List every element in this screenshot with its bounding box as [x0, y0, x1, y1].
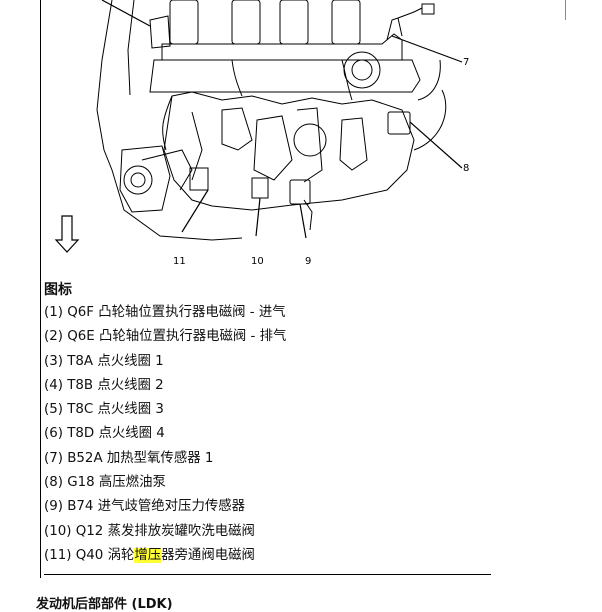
legend-item-suffix: 器旁通阀电磁阀 — [161, 547, 255, 563]
legend-item: (5) T8C 点火线圈 3 — [44, 402, 164, 418]
engine-component-diagram — [54, 0, 463, 253]
legend-item: (7) B52A 加热型氧传感器 1 — [44, 450, 214, 466]
legend-title: 图标 — [44, 282, 72, 298]
legend-list: (1) Q6F 凸轮轴位置执行器电磁阀 - 进气 (2) Q6E 凸轮轴位置执行… — [44, 301, 286, 568]
legend-item-last: (11) Q40 涡轮增压器旁通阀电磁阀 — [44, 544, 286, 568]
search-highlight: 增压 — [134, 547, 162, 563]
legend-item: (6) T8D 点火线圈 4 — [44, 426, 165, 442]
callout-8: 8 — [463, 163, 470, 174]
legend-item: (2) Q6E 凸轮轴位置执行器电磁阀 - 排气 — [44, 329, 287, 345]
section-divider — [44, 574, 491, 575]
callout-7: 7 — [463, 57, 470, 68]
legend-item: (8) G18 高压燃油泵 — [44, 475, 166, 491]
legend-item: (1) Q6F 凸轮轴位置执行器电磁阀 - 进气 — [44, 305, 286, 320]
left-border-line — [40, 0, 41, 578]
callout-9: 9 — [305, 256, 312, 267]
legend-item: (9) B74 进气歧管绝对压力传感器 — [44, 499, 246, 515]
callout-11: 11 — [173, 256, 186, 267]
legend-item: (10) Q12 蒸发排放炭罐吹洗电磁阀 — [44, 523, 255, 539]
right-border-line — [565, 0, 566, 20]
legend-item: (4) T8B 点火线圈 2 — [44, 377, 164, 393]
legend-item: (3) T8A 点火线圈 1 — [44, 353, 164, 369]
legend-item-prefix: (11) Q40 涡轮 — [44, 547, 135, 563]
callout-10: 10 — [251, 256, 264, 267]
